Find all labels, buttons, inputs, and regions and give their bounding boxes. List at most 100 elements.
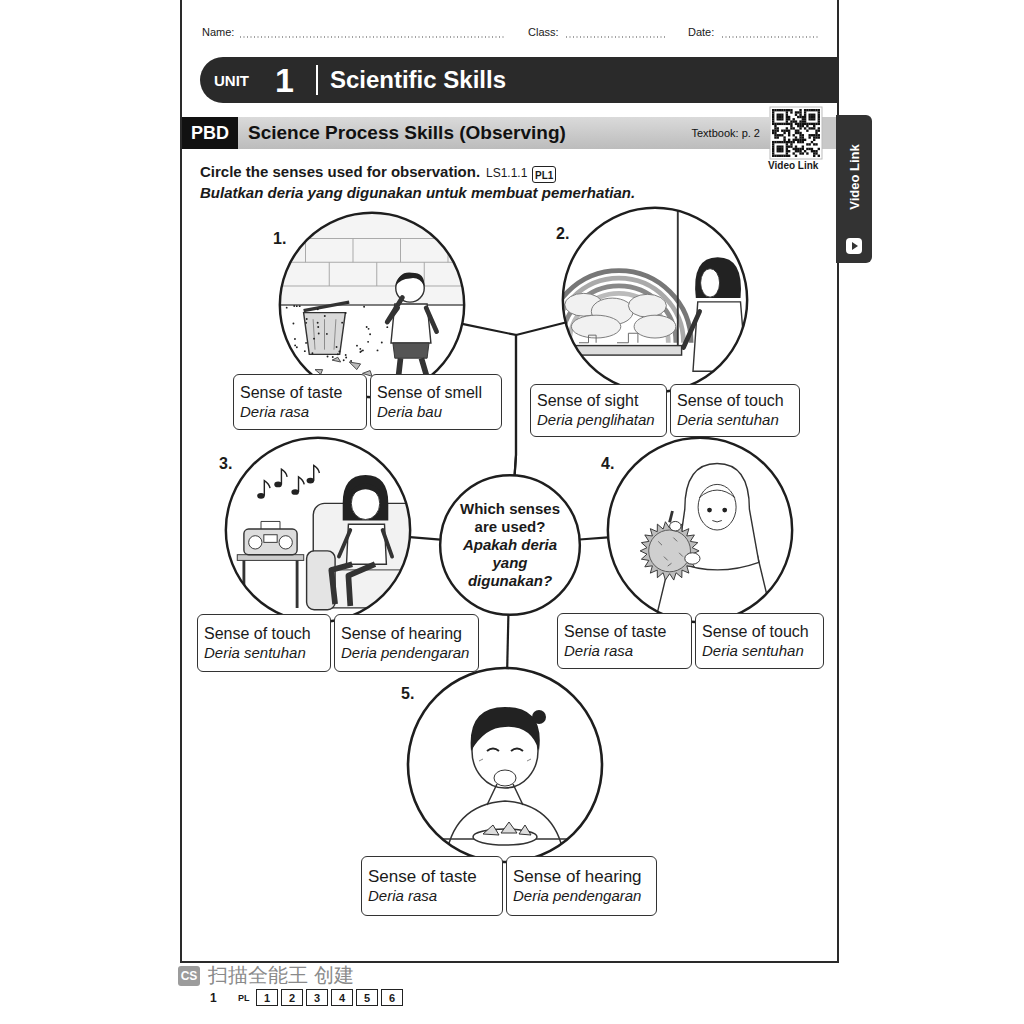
circle-illustration-part-part bbox=[479, 759, 531, 761]
qr-module bbox=[788, 132, 790, 134]
qr-module bbox=[786, 152, 788, 154]
circle-illustration-part-part bbox=[294, 338, 296, 340]
qr-module bbox=[783, 109, 785, 111]
qr-module bbox=[779, 109, 781, 111]
qr-module bbox=[818, 130, 820, 132]
answer-box: Sense of hearingDeria pendengaran bbox=[334, 614, 479, 672]
qr-module bbox=[806, 148, 808, 150]
qr-module bbox=[808, 143, 810, 145]
qr-module bbox=[786, 150, 788, 152]
instruction-english: Circle the senses used for observation. bbox=[200, 163, 480, 180]
circle-illustration-part-part bbox=[560, 205, 750, 395]
answer-box: Sense of sightDeria penglihatan bbox=[530, 384, 667, 437]
qr-module bbox=[783, 123, 785, 125]
circle-illustration-part-part bbox=[317, 308, 319, 310]
qr-module bbox=[811, 134, 813, 136]
qr-module bbox=[774, 125, 776, 127]
qr-module bbox=[804, 111, 806, 113]
qr-module bbox=[779, 141, 781, 143]
circle-illustration-part-part bbox=[366, 326, 368, 328]
circle-illustration-part bbox=[277, 210, 467, 392]
qr-module bbox=[799, 109, 801, 111]
qr-module bbox=[772, 109, 774, 111]
qr-module bbox=[774, 134, 776, 136]
circle-illustration-part-part bbox=[304, 350, 306, 352]
circle-illustration-part-part bbox=[393, 343, 429, 358]
qr-module bbox=[795, 150, 797, 152]
qr-module bbox=[774, 130, 776, 132]
circle-illustration-part-part bbox=[712, 521, 722, 522]
circle-illustration-part-part bbox=[317, 326, 319, 328]
circle-illustration-part-part bbox=[722, 508, 727, 513]
qr-module bbox=[777, 130, 779, 132]
qr-module bbox=[802, 152, 804, 154]
qr-module bbox=[799, 148, 801, 150]
connector-line bbox=[410, 537, 441, 539]
qr-module bbox=[793, 141, 795, 143]
qr-module bbox=[804, 123, 806, 125]
callout-number: 4. bbox=[601, 455, 614, 473]
level-number: 3 bbox=[314, 992, 320, 1004]
circle-illustration-part-part bbox=[605, 435, 795, 625]
qr-module bbox=[815, 123, 817, 125]
qr-module bbox=[779, 145, 781, 147]
video-tab: Video Link bbox=[836, 115, 872, 263]
connector-line bbox=[580, 537, 609, 539]
circle-illustration-part bbox=[280, 213, 464, 397]
qr-module bbox=[797, 123, 799, 125]
qr-module bbox=[783, 155, 785, 157]
circle-illustration-part-part bbox=[286, 307, 288, 309]
qr-module bbox=[799, 120, 801, 122]
qr-module bbox=[806, 130, 808, 132]
option-english: Sense of taste bbox=[240, 383, 360, 403]
qr-module bbox=[786, 114, 788, 116]
circle-illustration-part-part bbox=[304, 313, 346, 355]
option-malay: Deria penglihatan bbox=[537, 411, 660, 430]
circle-illustration-part-part bbox=[343, 359, 345, 361]
qr-module bbox=[813, 143, 815, 145]
play-icon-ground bbox=[846, 238, 862, 254]
qr-module bbox=[799, 125, 801, 127]
circle-illustration-part-part bbox=[695, 257, 741, 298]
qr-module bbox=[808, 109, 810, 111]
qr-module bbox=[818, 114, 820, 116]
picture-circle: 3. bbox=[223, 435, 413, 625]
qr-module bbox=[799, 127, 801, 129]
page-number: 1 bbox=[210, 991, 217, 1005]
qr-module bbox=[799, 141, 801, 143]
qr-module bbox=[818, 155, 820, 157]
option-english: Sense of smell bbox=[377, 383, 495, 403]
qr-module bbox=[795, 132, 797, 134]
qr-module bbox=[772, 114, 774, 116]
unit-label: UNIT bbox=[214, 72, 249, 89]
qr-module bbox=[788, 134, 790, 136]
circle-illustration-part-part bbox=[277, 210, 467, 305]
circle-illustration-part-part bbox=[299, 305, 301, 307]
answer-box: Sense of tasteDeria rasa bbox=[361, 856, 503, 916]
qr-module bbox=[813, 152, 815, 154]
level-box: 6 bbox=[381, 989, 403, 1006]
circle-illustration-part-part bbox=[677, 205, 679, 346]
circle-illustration-part-part bbox=[634, 315, 676, 338]
qr-module bbox=[781, 141, 783, 143]
qr-ground bbox=[770, 107, 822, 159]
qr-module bbox=[772, 143, 774, 145]
circle-illustration-part-part bbox=[317, 322, 319, 324]
qr-module bbox=[786, 155, 788, 157]
qr-module bbox=[777, 145, 779, 147]
qr-module bbox=[802, 139, 804, 141]
qr-module bbox=[788, 139, 790, 141]
qr-module bbox=[795, 111, 797, 113]
circle-illustration-part-part bbox=[338, 351, 340, 353]
circle-illustration-part-part bbox=[293, 305, 295, 307]
circle-illustration-part bbox=[408, 668, 602, 862]
qr-module bbox=[795, 120, 797, 122]
qr-module bbox=[813, 116, 815, 118]
circle-illustration-part-part bbox=[244, 560, 297, 608]
option-malay: Deria pendengaran bbox=[341, 644, 472, 663]
circle-illustration-part-part bbox=[326, 333, 328, 335]
qr-module bbox=[797, 111, 799, 113]
play-icon bbox=[845, 237, 863, 255]
qr-module bbox=[804, 118, 806, 120]
qr-module bbox=[779, 116, 781, 118]
